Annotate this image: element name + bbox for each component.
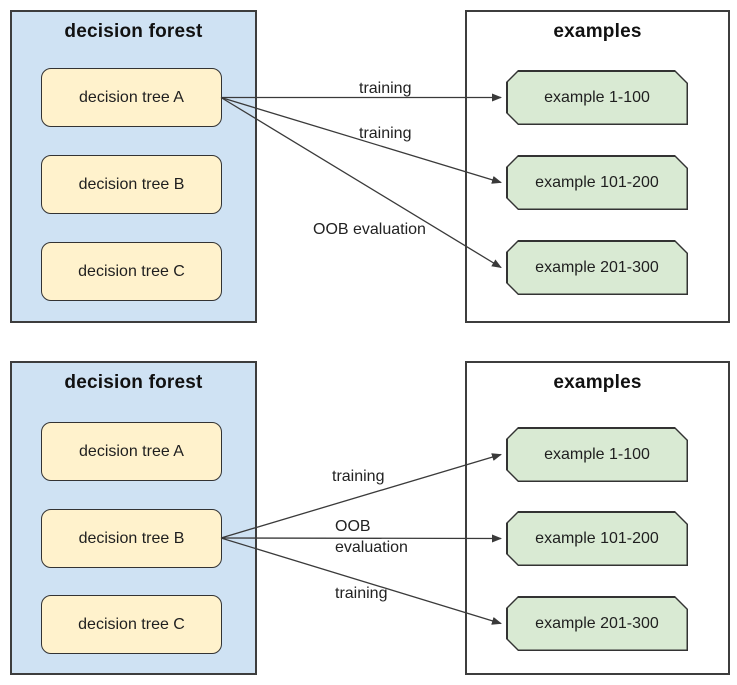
tree-node-b: decision tree B bbox=[41, 509, 222, 568]
example-card-101-200: example 101-200 bbox=[506, 511, 688, 566]
arrow-label-training: training bbox=[335, 585, 388, 602]
example-card-fill bbox=[508, 598, 687, 650]
forest-title: decision forest bbox=[64, 21, 203, 42]
tree-label: decision tree C bbox=[78, 262, 185, 280]
examples-container-bottom: examples example 1-100 example 101-200 e… bbox=[465, 361, 730, 675]
tree-node-a: decision tree A bbox=[41, 68, 222, 127]
forest-container-bottom: decision forest decision tree A decision… bbox=[10, 361, 257, 675]
arrow-label-training: training bbox=[359, 80, 412, 97]
tree-label: decision tree B bbox=[78, 529, 185, 547]
examples-container-top: examples example 1-100 example 101-200 e… bbox=[465, 10, 730, 323]
tree-label: decision tree A bbox=[79, 442, 184, 460]
forest-container-top: decision forest decision tree A decision… bbox=[10, 10, 257, 323]
example-card-201-300: example 201-300 bbox=[506, 240, 688, 295]
example-label: example 1-100 bbox=[544, 445, 650, 463]
example-card-fill bbox=[508, 513, 687, 565]
arrow-label-oob-evaluation: OOB evaluation bbox=[313, 221, 426, 238]
example-label: example 101-200 bbox=[535, 529, 659, 547]
tree-node-b: decision tree B bbox=[41, 155, 222, 214]
arrow-label-training: training bbox=[332, 468, 385, 485]
example-card-fill bbox=[508, 157, 687, 209]
example-label: example 201-300 bbox=[535, 614, 659, 632]
example-label: example 201-300 bbox=[535, 258, 659, 276]
example-label: example 101-200 bbox=[535, 173, 659, 191]
tree-label: decision tree A bbox=[79, 88, 184, 106]
forest-title: decision forest bbox=[64, 372, 203, 393]
tree-node-c: decision tree C bbox=[41, 242, 222, 301]
example-card-1-100: example 1-100 bbox=[506, 70, 688, 125]
examples-title: examples bbox=[553, 21, 642, 42]
example-card-1-100: example 1-100 bbox=[506, 427, 688, 482]
tree-node-c: decision tree C bbox=[41, 595, 222, 654]
arrow-label-oob-evaluation: OOB evaluation bbox=[335, 518, 408, 556]
tree-label: decision tree B bbox=[78, 175, 185, 193]
example-card-201-300: example 201-300 bbox=[506, 596, 688, 651]
example-card-fill bbox=[508, 429, 687, 481]
example-card-fill bbox=[508, 242, 687, 294]
example-card-101-200: example 101-200 bbox=[506, 155, 688, 210]
tree-node-a: decision tree A bbox=[41, 422, 222, 481]
examples-title: examples bbox=[553, 372, 642, 393]
tree-label: decision tree C bbox=[78, 615, 185, 633]
example-card-fill bbox=[508, 72, 687, 124]
arrow-label-training: training bbox=[359, 125, 412, 142]
example-label: example 1-100 bbox=[544, 88, 650, 106]
